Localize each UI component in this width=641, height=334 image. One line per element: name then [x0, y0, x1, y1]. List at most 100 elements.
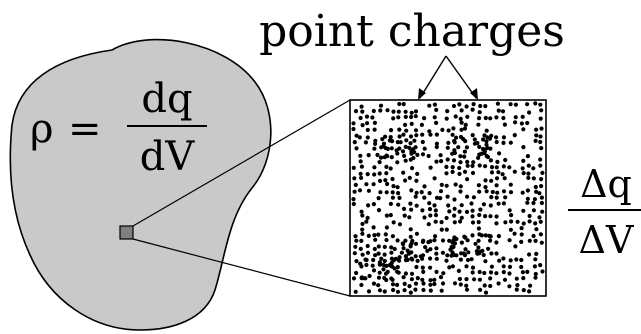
point-charge-dot [533, 275, 538, 280]
point-charge-dot [413, 194, 418, 199]
point-charge-dot [382, 258, 387, 264]
point-charge-dot [414, 231, 419, 236]
point-charge-dot [462, 234, 467, 239]
point-charge-dot [428, 132, 433, 137]
density-numerator: dq [141, 76, 192, 122]
point-charge-dot [484, 128, 489, 133]
point-charge-dot [433, 208, 438, 213]
point-charge-dot [352, 189, 357, 194]
point-charge-dot [395, 238, 400, 243]
point-charge-dot [534, 189, 539, 194]
point-charge-dot [444, 183, 449, 188]
point-charge-dot [434, 251, 439, 256]
point-charge-dot [494, 183, 499, 188]
point-charge-dot [427, 201, 432, 206]
point-charge-dot [390, 195, 395, 200]
point-charge-dot [465, 257, 471, 263]
point-charge-dot [496, 281, 501, 286]
point-charge-dot [408, 234, 413, 239]
point-charge-dot [453, 114, 458, 119]
point-charge-dot [501, 201, 506, 206]
point-charge-dot [357, 188, 363, 193]
point-charge-dot [473, 241, 478, 246]
point-charge-dot [366, 153, 371, 158]
point-charge-dot [439, 220, 444, 225]
point-charge-dot [434, 246, 439, 251]
point-charge-dot [434, 141, 439, 146]
point-charge-dot [507, 284, 512, 289]
point-charge-dot [521, 145, 526, 150]
point-charge-dot [385, 146, 390, 151]
point-charge-dot [480, 248, 485, 253]
point-charge-dot [537, 215, 542, 220]
point-charge-dot [501, 270, 506, 275]
point-charge-dot [513, 102, 519, 107]
point-charge-dot [428, 265, 433, 270]
callout-arrows [418, 55, 478, 100]
point-charge-dot [425, 248, 430, 253]
point-charge-dot [482, 283, 487, 288]
point-charge-dot [451, 103, 457, 109]
point-charge-dot [381, 262, 386, 267]
point-charge-dot [395, 160, 400, 165]
point-charge-dot [385, 269, 390, 274]
point-charge-dot [428, 165, 433, 170]
point-charge-dot [512, 231, 517, 236]
point-charge-dot [463, 247, 468, 252]
point-charge-dot [434, 269, 439, 274]
point-charge-dot [494, 240, 499, 245]
point-charge-dot [364, 114, 370, 119]
point-charge-dot [381, 267, 386, 272]
point-charge-dot [471, 195, 476, 200]
point-charge-dot [471, 102, 476, 107]
point-charge-dot [508, 227, 513, 232]
point-charge-dot [363, 276, 368, 281]
point-charge-dot [538, 157, 543, 162]
point-charge-dot [458, 219, 463, 224]
rho-symbol: ρ [30, 106, 54, 152]
point-charge-dot [538, 163, 543, 168]
point-charge-dot [432, 277, 437, 282]
point-charge-dot [514, 257, 519, 262]
point-charge-dot [452, 213, 457, 218]
point-charge-dot [525, 200, 530, 205]
point-charge-dot [519, 232, 524, 237]
point-charge-dot [409, 207, 414, 212]
point-charge-dot [390, 190, 395, 195]
point-charge-dot [371, 268, 377, 273]
point-charge-dot [396, 191, 401, 196]
point-charge-dot [472, 141, 477, 146]
point-charge-dot [461, 136, 466, 142]
point-charge-dot [531, 208, 537, 213]
point-charge-dot [376, 283, 381, 288]
point-charge-dot [462, 169, 468, 174]
point-charge-dot [466, 250, 471, 255]
point-charge-dot [370, 115, 375, 120]
point-charge-dot [388, 128, 394, 133]
point-charge-dot [508, 102, 513, 107]
point-charge-dot [484, 189, 489, 194]
point-charge-dot [401, 242, 406, 247]
point-charge-dot [371, 202, 376, 207]
point-charge-dot [426, 240, 431, 245]
point-charge-dot [409, 256, 414, 261]
point-charge-dot [445, 194, 450, 199]
point-charge-dot [458, 282, 463, 287]
point-charge-dot [469, 201, 474, 206]
point-charge-dot [389, 260, 394, 266]
point-charge-dot [488, 203, 493, 208]
point-charge-dot [538, 139, 543, 145]
point-charge-dot [351, 121, 356, 126]
point-charge-dot [401, 170, 406, 175]
point-charge-dot [444, 258, 449, 263]
point-charge-dot [438, 153, 443, 158]
point-charge-dot [353, 289, 358, 294]
point-charge-dot [414, 178, 419, 183]
point-charge-dot [525, 102, 530, 107]
point-charge-dot [372, 246, 377, 252]
point-charge-dot [434, 132, 439, 137]
point-charge-dot [354, 146, 359, 151]
point-charge-dot [376, 275, 382, 280]
point-charge-dot [512, 133, 517, 138]
point-charge-dot [373, 141, 378, 146]
